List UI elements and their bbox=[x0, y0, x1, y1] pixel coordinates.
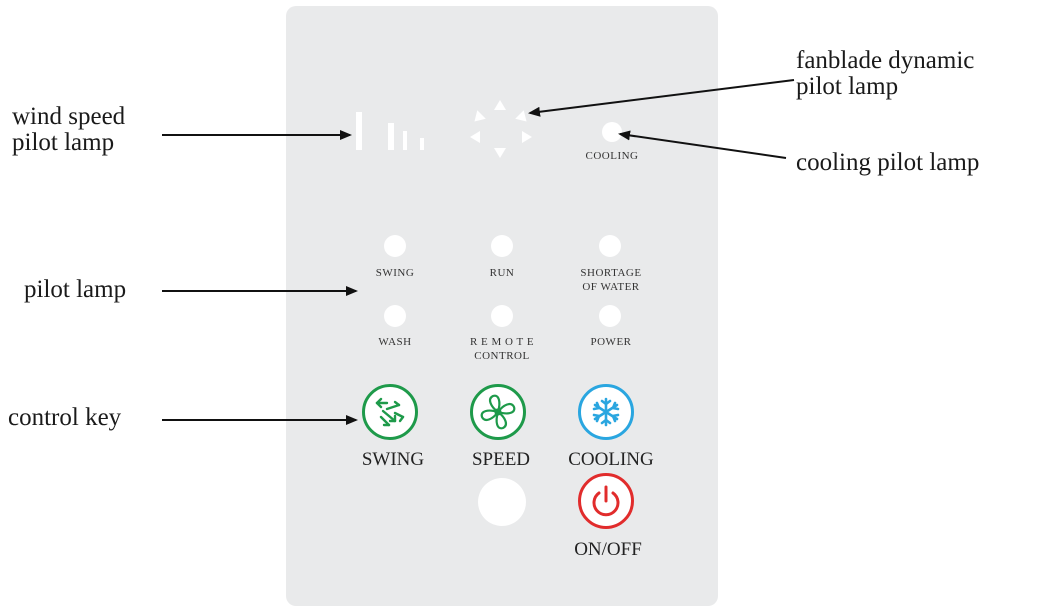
remote-control-lamp bbox=[491, 305, 513, 327]
callout-cooling-lamp: cooling pilot lamp bbox=[796, 149, 980, 176]
wash-lamp bbox=[384, 305, 406, 327]
cooling-indicator-lamp bbox=[602, 122, 622, 142]
power-lamp bbox=[599, 305, 621, 327]
wind-speed-bar-mid bbox=[388, 123, 394, 150]
wind-speed-bar-mid2 bbox=[403, 131, 407, 150]
power-button[interactable] bbox=[578, 473, 634, 529]
run-lamp-label: RUN bbox=[489, 267, 515, 279]
callout-pilot-lamp: pilot lamp bbox=[24, 276, 127, 303]
callout-control-key: control key bbox=[8, 404, 122, 431]
callout-wind-speed-lamp: wind speed pilot lamp bbox=[12, 103, 126, 156]
swing-arrows-icon bbox=[375, 397, 405, 427]
swing-lamp bbox=[384, 235, 406, 257]
wash-lamp-label: WASH bbox=[378, 336, 412, 348]
power-icon bbox=[592, 485, 620, 517]
fanblade-segment bbox=[522, 131, 532, 143]
snowflake-icon bbox=[592, 397, 620, 427]
swing-key-label: SWING bbox=[361, 449, 425, 470]
callout-fanblade-lamp: fanblade dynamic pilot lamp bbox=[796, 47, 975, 100]
fan-icon bbox=[480, 394, 516, 430]
cooling-button[interactable] bbox=[578, 384, 634, 440]
fanblade-segment bbox=[494, 100, 506, 110]
speed-key-label: SPEED bbox=[471, 449, 531, 470]
shortage-of-water-lamp bbox=[599, 235, 621, 257]
shortage-of-water-label: SHORTAGE OF WATER bbox=[580, 267, 642, 293]
cooling-indicator-label: COOLING bbox=[585, 150, 639, 162]
fanblade-segment bbox=[470, 131, 480, 143]
onoff-key-label: ON/OFF bbox=[574, 539, 642, 560]
cooling-key-label: COOLING bbox=[568, 449, 654, 470]
remote-control-label: R E M O T E CONTROL bbox=[469, 336, 535, 362]
swing-lamp-label: SWING bbox=[375, 267, 415, 279]
run-lamp bbox=[491, 235, 513, 257]
speed-button[interactable] bbox=[470, 384, 526, 440]
remote-receiver-window bbox=[478, 478, 526, 526]
wind-speed-bar-high bbox=[356, 112, 362, 150]
swing-button[interactable] bbox=[362, 384, 418, 440]
power-lamp-label: POWER bbox=[590, 336, 632, 348]
fanblade-segment bbox=[494, 148, 506, 158]
wind-speed-bar-low bbox=[420, 138, 424, 150]
